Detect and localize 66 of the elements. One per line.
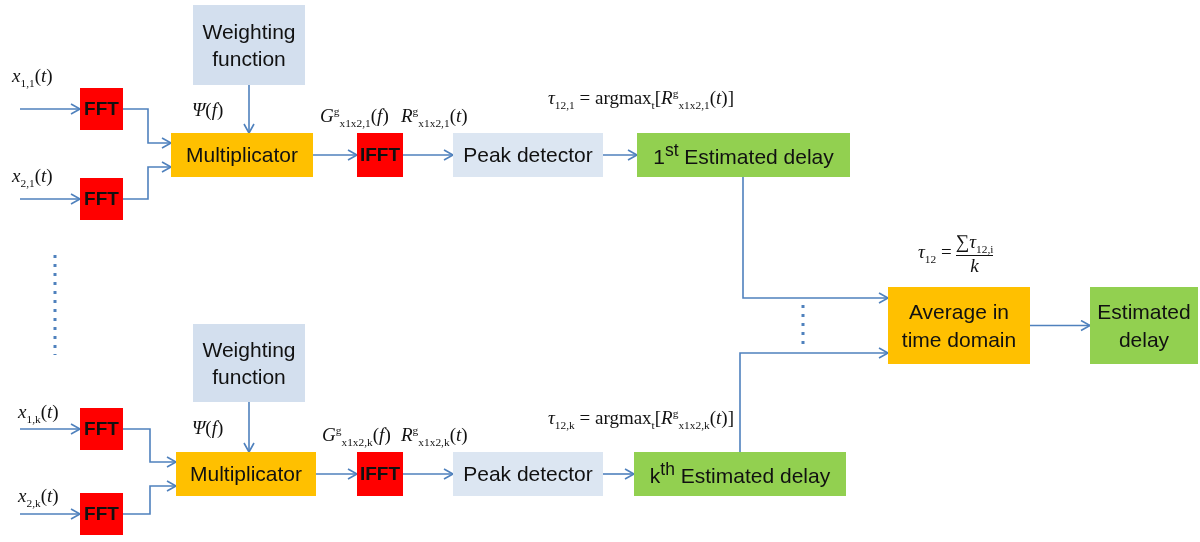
arrow (122, 428, 177, 468)
arrow (122, 108, 172, 149)
processing-box (193, 324, 305, 402)
arrow (19, 193, 81, 205)
edge-label: x$_{1,1}$(t) (12, 66, 53, 90)
processing-box (453, 133, 603, 177)
transform-box (80, 408, 123, 450)
edge-label: x$_{2,k}$(t) (18, 486, 59, 510)
arrow (602, 468, 635, 480)
arrow (742, 176, 889, 304)
transform-box (80, 178, 123, 220)
processing-box (888, 287, 1030, 364)
arrow (602, 149, 638, 161)
box-label: FFT (84, 501, 119, 526)
edge-label: x$_{2,1}$(t) (12, 166, 53, 190)
processing-box (171, 133, 313, 177)
processing-box (193, 5, 305, 85)
arrow (122, 480, 177, 515)
box-label: Average in time domain (900, 299, 1018, 353)
arrow (402, 468, 454, 480)
box-label: Peak detector (463, 461, 593, 488)
box-label: Peak detector (463, 142, 593, 169)
arrow (739, 347, 889, 453)
processing-box (453, 452, 603, 496)
result-box (634, 452, 846, 496)
edge-label: R$^{g}$$_{x1x2,1}$(t) (401, 106, 468, 130)
arrow (19, 103, 81, 115)
arrow (243, 401, 255, 453)
result-box (1090, 287, 1198, 364)
edge-label: Ψ(f) (192, 418, 224, 437)
formula-label: τ$_{12,1}$ = argmax$_{t}$[R$^{g}$$_{x1x2,1}$(t)] (548, 88, 734, 112)
formula-label: ∑τ$_{12,i}$ (955, 232, 994, 256)
arrow (312, 149, 358, 161)
box-label: Multiplicator (189, 461, 302, 488)
formula-label: k (970, 256, 979, 276)
edge-label: x$_{1,k}$(t) (18, 402, 59, 426)
box-label: IFFT (359, 142, 401, 167)
result-box (637, 133, 850, 177)
box-label: k$^{th}$ Estimated delay (649, 458, 831, 490)
box-label: IFFT (359, 461, 401, 486)
transform-box (357, 133, 403, 177)
arrow (122, 161, 172, 200)
processing-box (176, 452, 316, 496)
edge-label: R$^{g}$$_{x1x2,k}$(t) (401, 425, 468, 449)
arrow (315, 468, 358, 480)
arrow (243, 84, 255, 134)
arrow (19, 423, 81, 435)
arrow (19, 508, 81, 520)
transform-box (80, 88, 123, 130)
box-label: 1$^{st}$ Estimated delay (653, 139, 834, 171)
edge-label: G$^{g}$$_{x1x2,1}$(f) (320, 106, 389, 130)
box-label: FFT (84, 96, 119, 121)
box-label: Weighting function (201, 336, 297, 390)
box-label: FFT (84, 186, 119, 211)
transform-box (357, 452, 403, 496)
transform-box (80, 493, 123, 535)
box-label: Weighting function (201, 18, 297, 72)
edge-label: Ψ(f) (192, 100, 224, 119)
formula-label: τ$_{12,k}$ = argmax$_{t}$[R$^{g}$$_{x1x2,k}$(t)] (548, 408, 734, 432)
box-label: Multiplicator (185, 142, 298, 169)
box-label: Estimated delay (1096, 299, 1192, 353)
edge-label: G$^{g}$$_{x1x2,k}$(f) (322, 425, 391, 449)
arrow (1029, 319, 1091, 332)
formula-label: τ$_{12}$ = (918, 242, 952, 266)
box-label: FFT (84, 416, 119, 441)
arrow (402, 149, 454, 161)
